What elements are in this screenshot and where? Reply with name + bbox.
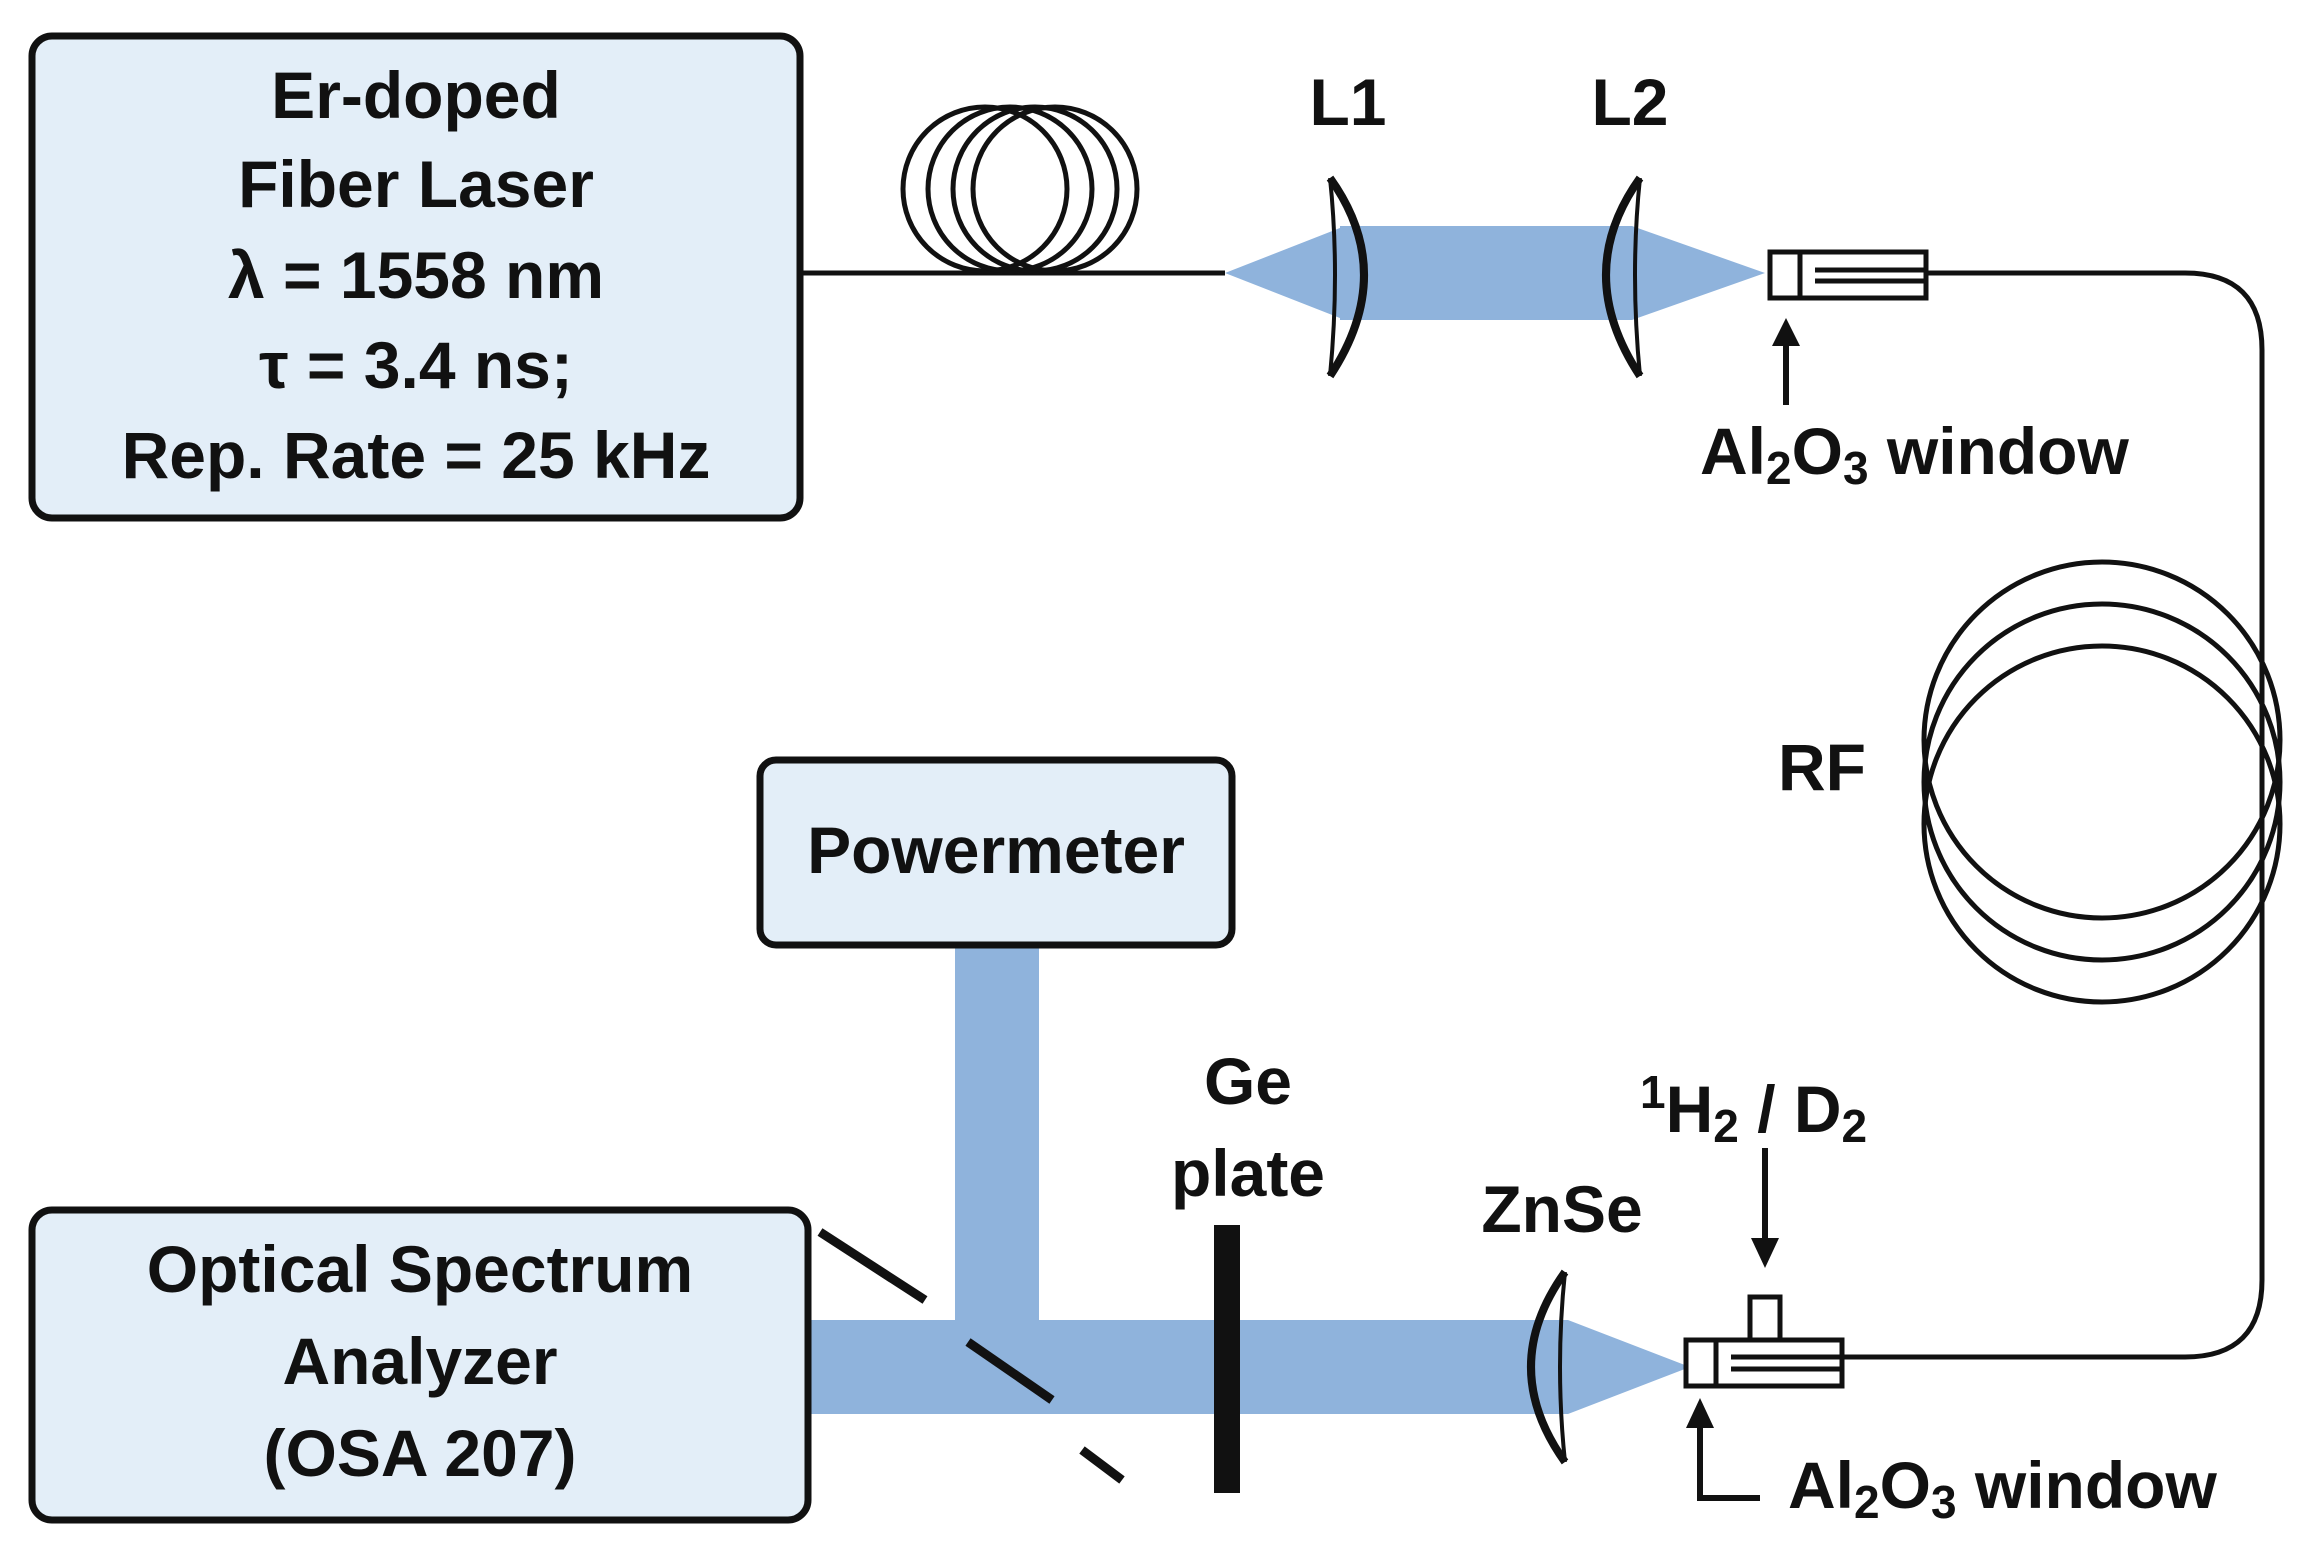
osa-label-3: (OSA 207) [264, 1416, 577, 1490]
beam-expanding [1225, 226, 1345, 320]
laser-label-3: λ = 1558 nm [228, 238, 604, 312]
powermeter-label: Powermeter [807, 813, 1185, 887]
ge-plate-label-1: Ge [1204, 1044, 1292, 1118]
laser-label-4: τ = 3.4 ns; [259, 328, 573, 402]
lens-l1 [1326, 175, 1368, 379]
laser-label-1: Er-doped [271, 58, 561, 132]
window-bottom-arrow [1686, 1398, 1760, 1501]
gas-inlet-arrow [1751, 1148, 1779, 1268]
gas-label: 1H2 / D2 [1640, 1066, 1867, 1152]
beam-splitter [817, 1228, 1125, 1484]
fiber-connector-top [1767, 249, 1929, 301]
ge-plate-label-2: plate [1171, 1136, 1325, 1210]
lens-l1-label: L1 [1309, 65, 1386, 139]
window-top-arrow [1772, 318, 1800, 405]
osa-label-2: Analyzer [282, 1324, 557, 1398]
window-bottom-label: Al2O3 window [1788, 1448, 2217, 1528]
powermeter-box [756, 756, 1236, 949]
laser-box [28, 32, 804, 522]
osa-label-1: Optical Spectrum [147, 1232, 693, 1306]
lens-znse-face [1558, 1271, 1567, 1463]
lens-l1-face [1328, 177, 1337, 377]
rf-coil [1921, 559, 2283, 1005]
beam-collimated-top [1340, 226, 1632, 320]
lens-l2-label: L2 [1591, 65, 1668, 139]
laser-label-2: Fiber Laser [238, 147, 594, 221]
fiber-coil-top [900, 104, 1140, 274]
lens-l2 [1602, 175, 1644, 379]
beam-to-powermeter [955, 945, 1039, 1320]
beam-output [808, 1320, 1568, 1414]
beam-focusing-top [1632, 226, 1765, 320]
lens-znse [1527, 1269, 1569, 1465]
ge-plate [1214, 1225, 1240, 1493]
osa-box [28, 1206, 812, 1524]
beam-diverging-bottom [1568, 1320, 1690, 1414]
rf-label: RF [1778, 730, 1866, 804]
lens-l2-face [1633, 177, 1642, 377]
lens-znse-label: ZnSe [1481, 1172, 1642, 1246]
gas-cell [1683, 1294, 1845, 1389]
laser-label-5: Rep. Rate = 25 kHz [122, 418, 711, 492]
window-top-label: Al2O3 window [1700, 414, 2129, 494]
